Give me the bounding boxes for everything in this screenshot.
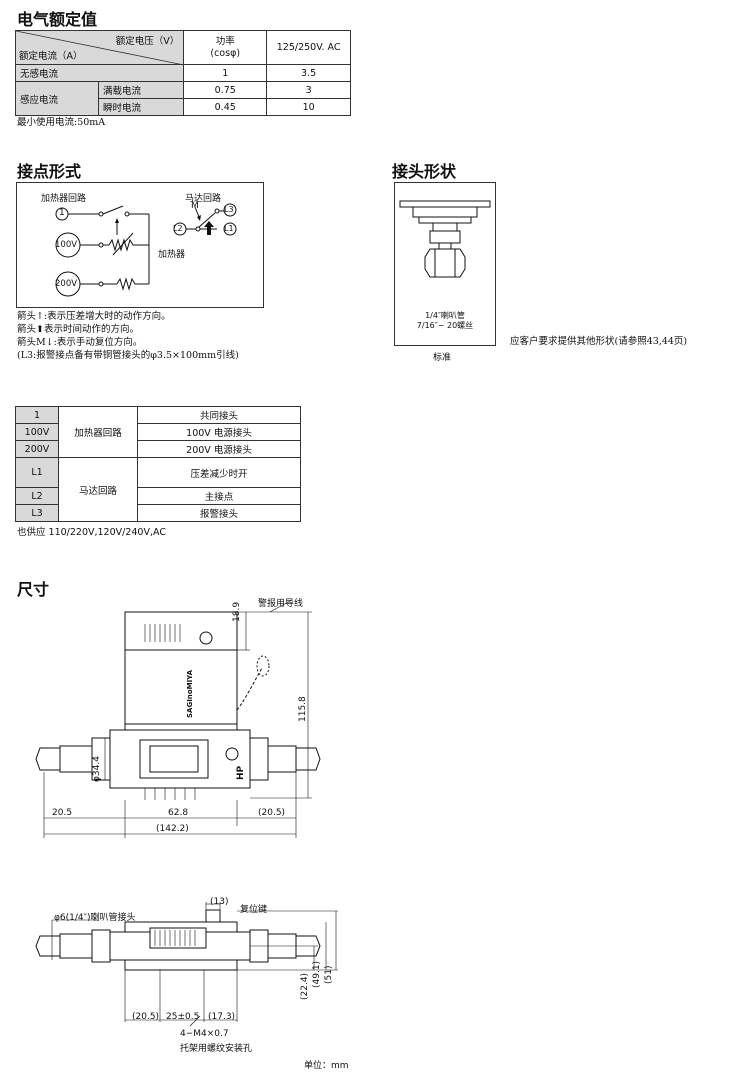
joint-drawing (399, 200, 491, 278)
joint-note: 应客户要求提供其他形状(请参照43,44页) (510, 336, 688, 347)
power-factor-label: 功率 (215, 35, 235, 47)
rating-title: 电气额定值 (17, 10, 98, 29)
terminal-group: 加热器回路 (58, 406, 138, 458)
dim-20-5: 20.5 (52, 808, 73, 818)
dim-51: (51) (324, 965, 334, 984)
rating-cell: 10 (266, 98, 351, 116)
joint-standard-label: 标准 (433, 353, 452, 363)
brand-logo: SAGInoMIYA (186, 670, 194, 718)
terminal-desc: 共同接头 (137, 406, 301, 424)
terminal-table: 1 加热器回路 共同接头 100V 100V 电源接头 200V 200V 电源… (15, 406, 301, 522)
terminal-note: 也供应 110/220V,120V/240V,AC (17, 527, 166, 538)
contact-note: 箭头M↓:表示手动复位方向。 (17, 337, 143, 348)
manual-m-label: M (191, 201, 199, 211)
terminal-l1: L1 (224, 224, 234, 233)
terminal-id: L3 (15, 504, 59, 522)
power-factor-symbol: (cosφ) (210, 47, 241, 59)
dim-18-9: 18.9 (232, 601, 242, 622)
contact-diagram: 加热器回路 马达回路 1 100V 200V M L3 L2 L1 加热器 (16, 182, 264, 308)
screw-hole-label: 托架用螺纹安装孔 (180, 1044, 253, 1054)
dim-phi-34-4: φ34.4 (92, 756, 102, 782)
terminal-desc: 主接点 (137, 487, 301, 505)
dim-25: 25±0.5 (166, 1012, 200, 1022)
rating-cell: 0.45 (183, 98, 268, 116)
dimension-drawing (35, 599, 338, 1027)
terminal-100v: 100V (55, 240, 78, 250)
dim-22-4: (22.4) (300, 972, 310, 1000)
terminal-desc: 200V 电源接头 (137, 440, 301, 458)
heater-circuit-label: 加热器回路 (41, 194, 87, 204)
dim-142-2: (142.2) (156, 824, 189, 834)
rating-table: 额定电压（V） 额定电流（A） 功率 (cosφ) 125/250V. AC 无… (14, 30, 351, 116)
terminal-id: L1 (15, 457, 59, 488)
motor-circuit-label: 马达回路 (185, 194, 222, 204)
rating-row-label: 满载电流 (97, 81, 185, 99)
rating-group-label: 感应电流 (15, 81, 99, 116)
rating-row-label: 无感电流 (14, 64, 185, 82)
dims-title: 尺寸 (17, 580, 50, 599)
body-outline (124, 611, 238, 725)
terminal-id: L2 (15, 487, 59, 505)
unit-label: 单位：mm (304, 1061, 349, 1071)
joint-label-flare: 1/4″喇叭管 (425, 311, 465, 320)
rating-cell: 1 (183, 64, 268, 82)
dim-13: (13) (210, 897, 229, 907)
contact-title: 接点形式 (17, 162, 82, 181)
circuit-svg (55, 203, 237, 297)
heater-label: 加热器 (158, 250, 186, 260)
joint-title: 接头形状 (392, 162, 457, 181)
rating-corner-cell: 额定电压（V） 额定电流（A） (14, 30, 185, 65)
dim-20-5-b: (20.5) (132, 1012, 160, 1022)
terminal-l2: L2 (173, 224, 183, 233)
contact-note: (L3:报警接点备有带铜管接头的φ3.5×100mm引线) (17, 350, 239, 361)
ac-header: 125/250V. AC (266, 30, 351, 65)
dim-20-5-paren: (20.5) (258, 808, 286, 818)
terminal-id: 1 (15, 406, 59, 424)
joint-label-thread: 7/16″− 20螺丝 (416, 321, 474, 330)
dim-62-8: 62.8 (168, 808, 189, 818)
flare-fitting-label: φ6(1/4″)喇叭管接头 (54, 913, 136, 923)
rating-cell: 0.75 (183, 81, 268, 99)
contact-note: 箭头⬆表示时间动作的方向。 (17, 324, 139, 335)
terminal-l3: L3 (224, 205, 234, 214)
terminal-id: 100V (15, 423, 59, 441)
joint-diagram: 1/4″喇叭管 7/16″− 20螺丝 (394, 182, 496, 346)
hp-mark: HP (236, 765, 246, 780)
rating-voltage-header: 额定电压（V） (115, 36, 180, 47)
terminal-desc: 报警接头 (137, 504, 301, 522)
dim-115-8: 115.8 (298, 696, 308, 722)
terminal-1: 1 (59, 208, 65, 218)
terminal-id: 200V (15, 440, 59, 458)
dim-49-1: (49.1) (312, 960, 322, 988)
rating-cell: 3 (266, 81, 351, 99)
contact-note: 箭头↑:表示压差增大时的动作方向。 (17, 311, 171, 322)
rating-current-header: 额定电流（A） (19, 51, 83, 62)
screw-spec: 4−M4×0.7 (180, 1029, 229, 1039)
rating-cell: 3.5 (266, 64, 351, 82)
terminal-group: 马达回路 (58, 457, 138, 522)
terminal-200v: 200V (55, 279, 78, 289)
dim-17-3: (17.3) (208, 1012, 236, 1022)
power-factor-header: 功率 (cosφ) (183, 30, 268, 65)
reset-button-label: 复位键 (240, 905, 268, 915)
terminal-desc: 100V 电源接头 (137, 423, 301, 441)
rating-note: 最小使用电流:50mA (17, 117, 106, 128)
terminal-desc: 压差减少时开 (137, 457, 301, 488)
contact-notes: 箭头↑:表示压差增大时的动作方向。 箭头⬆表示时间动作的方向。 箭头M↓:表示手… (17, 310, 239, 362)
alarm-lead-label: 警报用导线 (258, 599, 304, 609)
rating-row-label: 瞬时电流 (97, 98, 185, 116)
